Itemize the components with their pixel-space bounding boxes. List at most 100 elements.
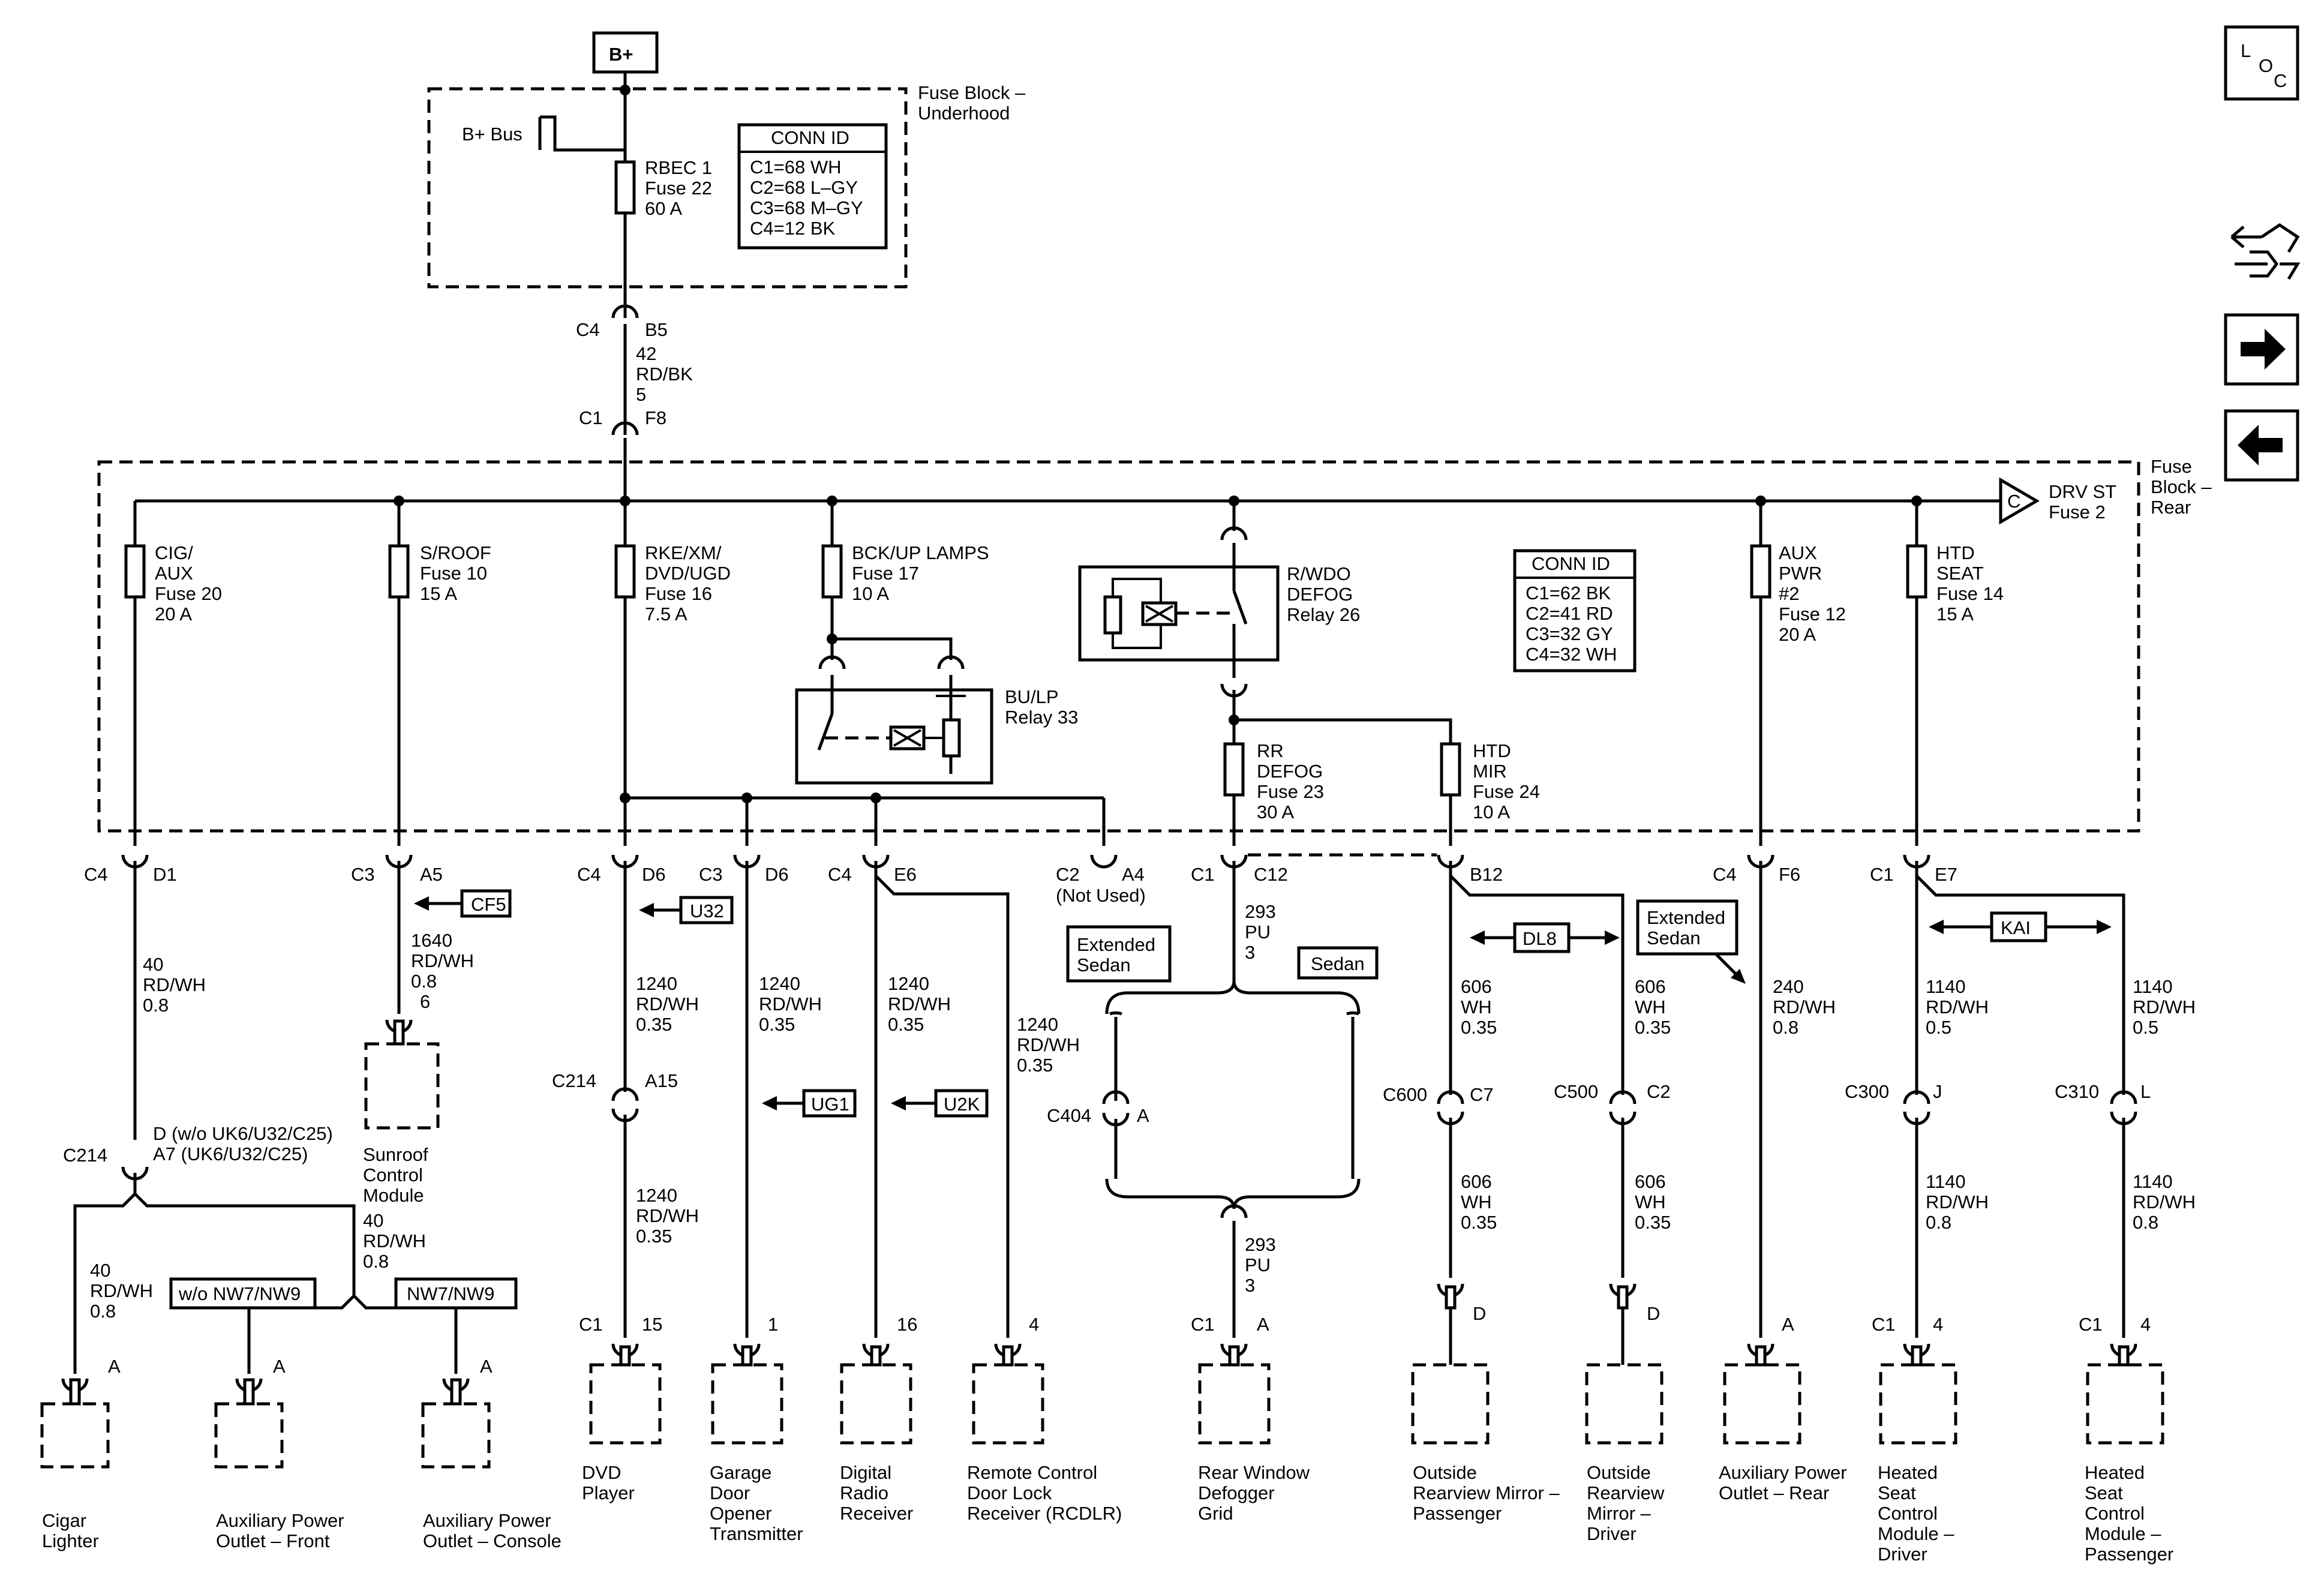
not-used-label: (Not Used): [1056, 885, 1146, 906]
fuse-cig-aux: [124, 544, 146, 599]
option-tag-label: UG1: [811, 1094, 849, 1115]
component-label: Control: [2085, 1503, 2145, 1524]
pin-label: D6: [642, 864, 666, 885]
previous-page-button[interactable]: [2224, 409, 2299, 482]
feed-wire-circuit: 42: [636, 343, 656, 364]
conn-id-row: C2=68 L–GY: [750, 177, 858, 198]
rear-block-title-2: Block –: [2151, 476, 2212, 497]
conn-label: C3: [699, 864, 723, 885]
tag-kai: [1990, 911, 2047, 942]
wire-label: 0.35: [1017, 1055, 1053, 1076]
pin-label: 4: [1933, 1314, 1943, 1335]
fuse-label: 15 A: [420, 583, 457, 604]
loc-letter: L: [2241, 40, 2251, 61]
relay-label: DEFOG: [1287, 584, 1353, 605]
offpage-letter: C: [2007, 491, 2020, 512]
feed-conn-bottom: C1: [579, 407, 603, 428]
fuse-label: Fuse 20: [155, 583, 222, 604]
wire-label: 0.8: [1773, 1017, 1798, 1038]
inline-conn-label: C214: [63, 1145, 107, 1166]
component-label: Auxiliary Power: [216, 1510, 344, 1531]
conn-id-underhood: [737, 123, 888, 250]
component-label: Player: [582, 1482, 635, 1503]
wire-label: 6: [420, 991, 430, 1012]
wire-label: 1240: [636, 973, 677, 994]
fuse-label: RR: [1257, 740, 1284, 761]
conn-id-title: CONN ID: [771, 127, 849, 148]
option-tag-label: Sedan: [1077, 954, 1131, 975]
loc-letter: C: [2274, 70, 2287, 91]
component-label: Opener: [710, 1503, 771, 1524]
offpage-label: Fuse 2: [2049, 502, 2106, 523]
fuse-block-rear: [97, 460, 2140, 833]
pin-label: A: [273, 1356, 286, 1377]
pin-label: 4: [2140, 1314, 2151, 1335]
fuse-htdmir: [1440, 742, 1461, 797]
wire-label: 0.5: [2133, 1017, 2158, 1038]
bplus-bus-label: B+ Bus: [462, 124, 523, 145]
fuse-bckup: [821, 544, 843, 599]
conn-label: C4: [577, 864, 601, 885]
wire-label: RD/WH: [363, 1230, 426, 1251]
component-label: Heated: [1878, 1462, 1938, 1483]
wire-label: 1140: [1926, 1171, 1966, 1192]
component-label: Auxiliary Power: [1719, 1462, 1847, 1483]
pin-label: D1: [153, 864, 177, 885]
pin-label: E7: [1935, 864, 1957, 885]
conn-label: C4: [828, 864, 852, 885]
rcdlr: [972, 1363, 1044, 1445]
fuse-label: Fuse 16: [645, 583, 712, 604]
component-label: Module –: [2085, 1523, 2161, 1544]
pin-label: F6: [1779, 864, 1800, 885]
wire-label: 1640: [411, 930, 452, 951]
inline-conn-label: C404: [1047, 1105, 1091, 1126]
fuse-label: BCK/UP LAMPS: [852, 542, 989, 563]
loc-button[interactable]: L O C: [2224, 25, 2299, 101]
fuse-rbec1-rating: 60 A: [645, 198, 682, 219]
loc-letter: O: [2259, 55, 2273, 76]
option-tag-label: w/o NW7/NW9: [178, 1283, 301, 1304]
component-label: Outside: [1413, 1462, 1477, 1483]
option-tag-label: Extended: [1077, 934, 1155, 955]
conn-label: C1: [1870, 864, 1894, 885]
component-label: Control: [1878, 1503, 1938, 1524]
feed-pin-bottom: F8: [645, 407, 666, 428]
rear-window-defogger: [1198, 1363, 1271, 1445]
mirror-driver: [1585, 1363, 1664, 1445]
conn-label: C3: [351, 864, 375, 885]
component-label: Garage: [710, 1462, 771, 1483]
fuse-label: SEAT: [1936, 563, 1984, 584]
wire-label: PU: [1245, 921, 1271, 942]
tag-sedan: [1297, 946, 1379, 980]
pin-label: D: [1647, 1303, 1660, 1324]
left-arrow-icon: [2238, 425, 2283, 466]
component-label: Driver: [1878, 1544, 1927, 1565]
wire-label: RD/WH: [1926, 996, 1989, 1017]
component-label: Rearview: [1587, 1482, 1665, 1503]
component-label: Passenger: [2085, 1544, 2173, 1565]
component-label: Outlet – Console: [423, 1530, 562, 1551]
pin-label: 1: [768, 1314, 778, 1335]
component-label: Lighter: [42, 1530, 99, 1551]
wire-label: 1240: [636, 1185, 677, 1206]
fuse-label: DVD/UGD: [645, 563, 731, 584]
pin-label: 16: [897, 1314, 917, 1335]
next-page-button[interactable]: [2224, 313, 2299, 386]
inline-pin-label: A7 (UK6/U32/C25): [153, 1143, 308, 1164]
inline-conn-label: C310: [2055, 1081, 2099, 1102]
wire-label: 0.35: [1461, 1017, 1497, 1038]
aux-power-front: [214, 1402, 284, 1469]
wire-label: RD/WH: [1773, 996, 1836, 1017]
fuse-label: CIG/: [155, 542, 193, 563]
wire-label: 1240: [1017, 1014, 1058, 1035]
pin-label: 15: [642, 1314, 662, 1335]
relay-label: R/WDO: [1287, 563, 1351, 584]
wire-label: 0.8: [411, 971, 437, 992]
option-tag-label: Sedan: [1311, 953, 1365, 974]
component-label: Module: [363, 1185, 424, 1206]
fuse-block-underhood: [427, 87, 908, 289]
component-label: Mirror –: [1587, 1503, 1652, 1524]
conn-label: C1: [579, 1314, 603, 1335]
system-link-icon[interactable]: [2230, 223, 2301, 280]
option-tag-label: Extended: [1647, 907, 1725, 928]
